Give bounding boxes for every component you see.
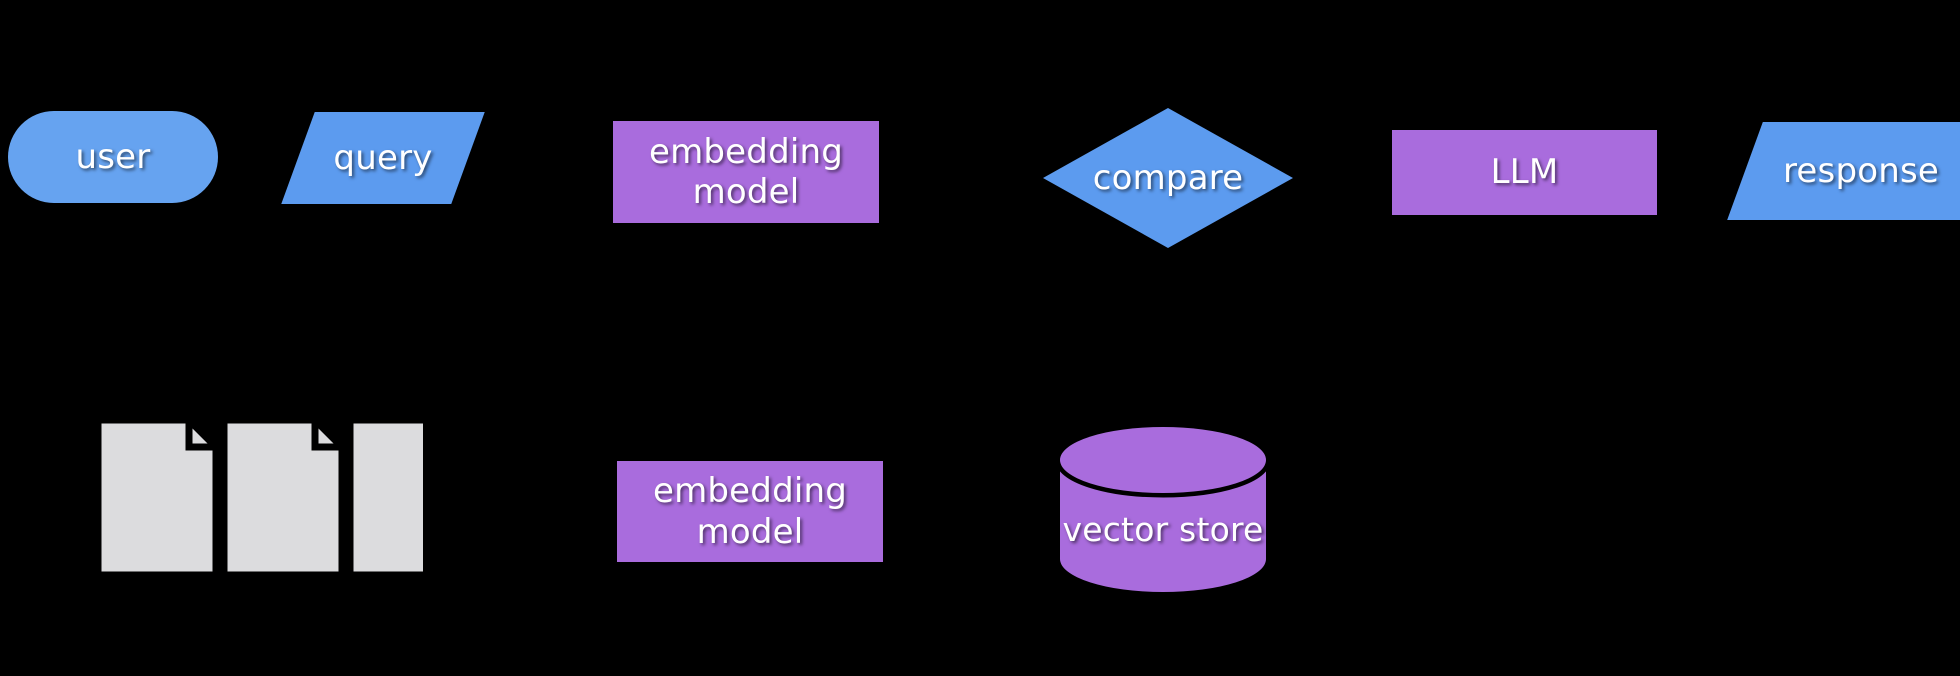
query-parallelogram-shape <box>281 112 485 204</box>
node-response[interactable]: response <box>1727 122 1960 220</box>
node-query[interactable]: query <box>281 112 485 204</box>
node-user[interactable]: user <box>8 111 218 203</box>
node-documents[interactable] <box>48 420 423 575</box>
node-llm-label: LLM <box>1490 152 1559 193</box>
response-parallelogram-shape <box>1727 122 1960 220</box>
node-embedding-model-top[interactable]: embedding model <box>613 121 879 223</box>
node-user-label: user <box>75 136 151 177</box>
node-embedding-model-bottom[interactable]: embedding model <box>617 461 883 562</box>
cylinder-icon <box>1055 427 1271 592</box>
node-embedding-model-bottom-label: embedding model <box>652 471 848 552</box>
documents-icon <box>94 420 423 575</box>
compare-diamond-shape <box>1043 108 1293 248</box>
node-embedding-model-top-label: embedding model <box>648 131 844 212</box>
node-compare[interactable]: compare <box>1043 108 1293 248</box>
node-vector-store[interactable]: vector store <box>1055 427 1271 592</box>
node-llm[interactable]: LLM <box>1392 130 1657 215</box>
